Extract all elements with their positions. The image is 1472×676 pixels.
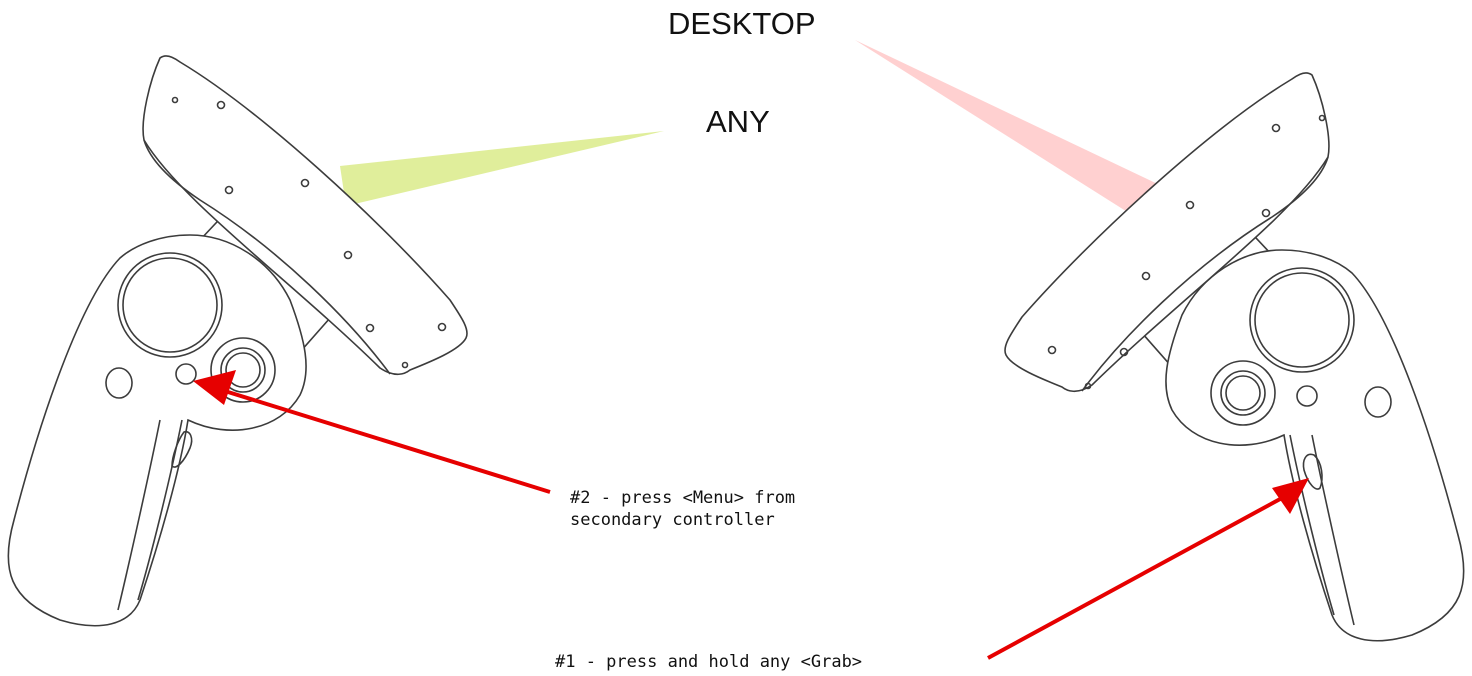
desktop-beam	[855, 40, 1166, 225]
menu-button-left	[175, 363, 197, 385]
vr-motion-controller-left-icon	[7, 55, 468, 627]
any-beam	[340, 131, 664, 206]
any-label: ANY	[706, 104, 770, 139]
grab-step-note: #1 - press and hold any <Grab>	[555, 652, 863, 672]
menu-step-note: #2 - press <Menu> from secondary control…	[570, 488, 796, 530]
desktop-label: DESKTOP	[668, 6, 816, 41]
menu-button-right	[1296, 385, 1318, 407]
grab-button-left	[171, 430, 193, 468]
grab-button-right	[1302, 453, 1323, 490]
arrow-grab	[987, 478, 1309, 660]
vr-motion-controller-right-icon	[1004, 72, 1465, 642]
arrow-menu	[193, 370, 551, 494]
